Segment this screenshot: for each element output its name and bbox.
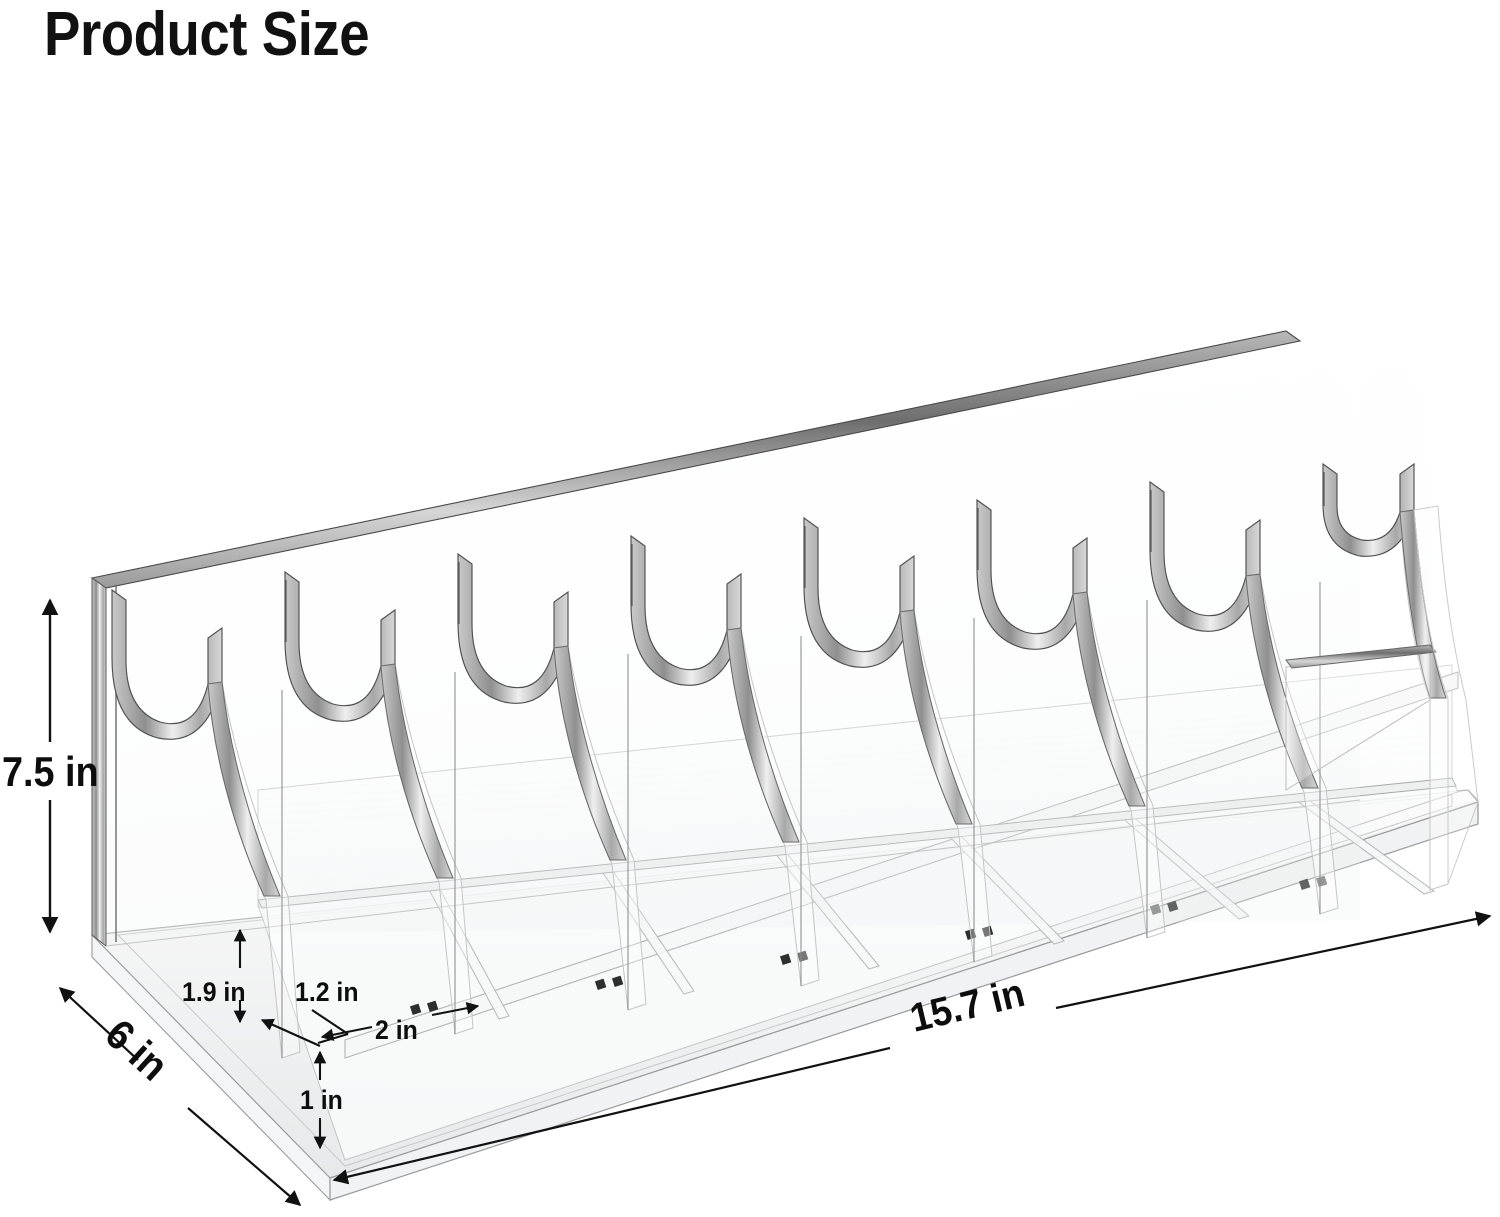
right-end-panel bbox=[1413, 505, 1479, 885]
dimension-label-height: 7.5 in bbox=[2, 748, 99, 795]
dimension-width-arrow bbox=[332, 911, 1492, 1185]
dimension-label-divider-spacing: 1.2 in bbox=[295, 977, 359, 1007]
dimension-label-base-height: 1 in bbox=[300, 1085, 343, 1115]
dimension-depth-arrow bbox=[58, 986, 302, 1207]
page-title: Product Size bbox=[44, 0, 370, 69]
dimension-label-compartment-width: 2 in bbox=[375, 1015, 418, 1045]
dimension-compartment-width-arrow bbox=[320, 1001, 480, 1041]
dimension-label-divider-height: 1.9 in bbox=[182, 977, 246, 1007]
front-dividers bbox=[207, 472, 1449, 1059]
back-panel-notches bbox=[111, 462, 1415, 740]
